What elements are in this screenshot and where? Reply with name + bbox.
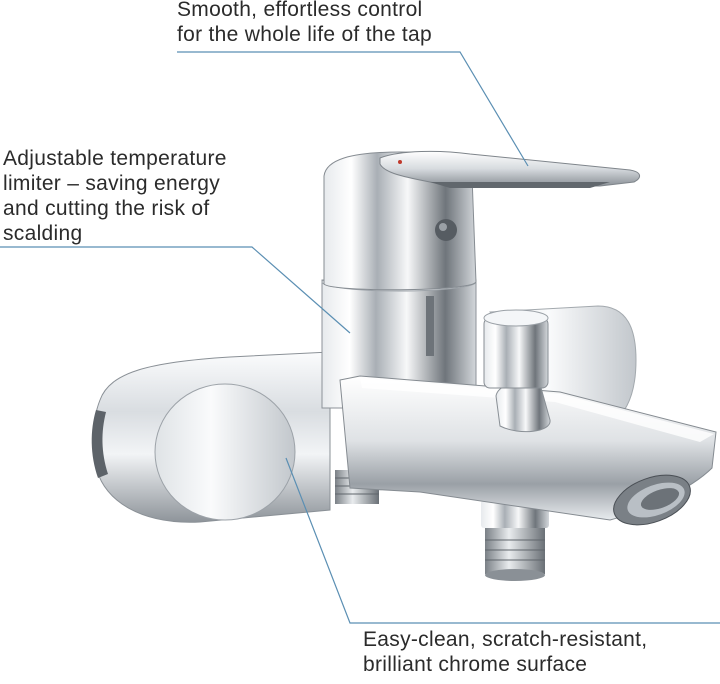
spout <box>339 375 717 526</box>
leader-line-limiter <box>0 246 351 334</box>
diverter-knob <box>483 309 551 433</box>
callout-temperature-limiter: Adjustable temperature limiter – saving … <box>3 146 227 246</box>
callout-temperature-limiter-line-3: and cutting the risk of <box>3 197 210 220</box>
leader-lines <box>0 51 720 624</box>
callout-temperature-limiter-line-2: limiter – saving energy <box>3 172 220 195</box>
leader-line-surface <box>285 457 720 624</box>
callout-temperature-limiter-line-1: Adjustable temperature <box>3 147 227 170</box>
threaded-connector-right <box>481 500 549 581</box>
leader-line-lever <box>177 51 529 167</box>
lever-handle <box>379 150 640 188</box>
callout-chrome-surface-line-1: Easy-clean, scratch-resistant, <box>363 628 648 651</box>
callout-smooth-control-line-1: Smooth, effortless control <box>177 0 423 21</box>
mixer-body <box>91 351 331 523</box>
callout-chrome-surface-line-2: brilliant chrome surface <box>363 653 588 676</box>
callout-chrome-surface: Easy-clean, scratch-resistant, brilliant… <box>363 627 647 677</box>
callout-temperature-limiter-line-4: scalding <box>3 222 83 245</box>
callout-smooth-control-line-2: for the whole life of the tap <box>177 23 433 46</box>
callout-smooth-control: Smooth, effortless control for the whole… <box>177 0 432 47</box>
